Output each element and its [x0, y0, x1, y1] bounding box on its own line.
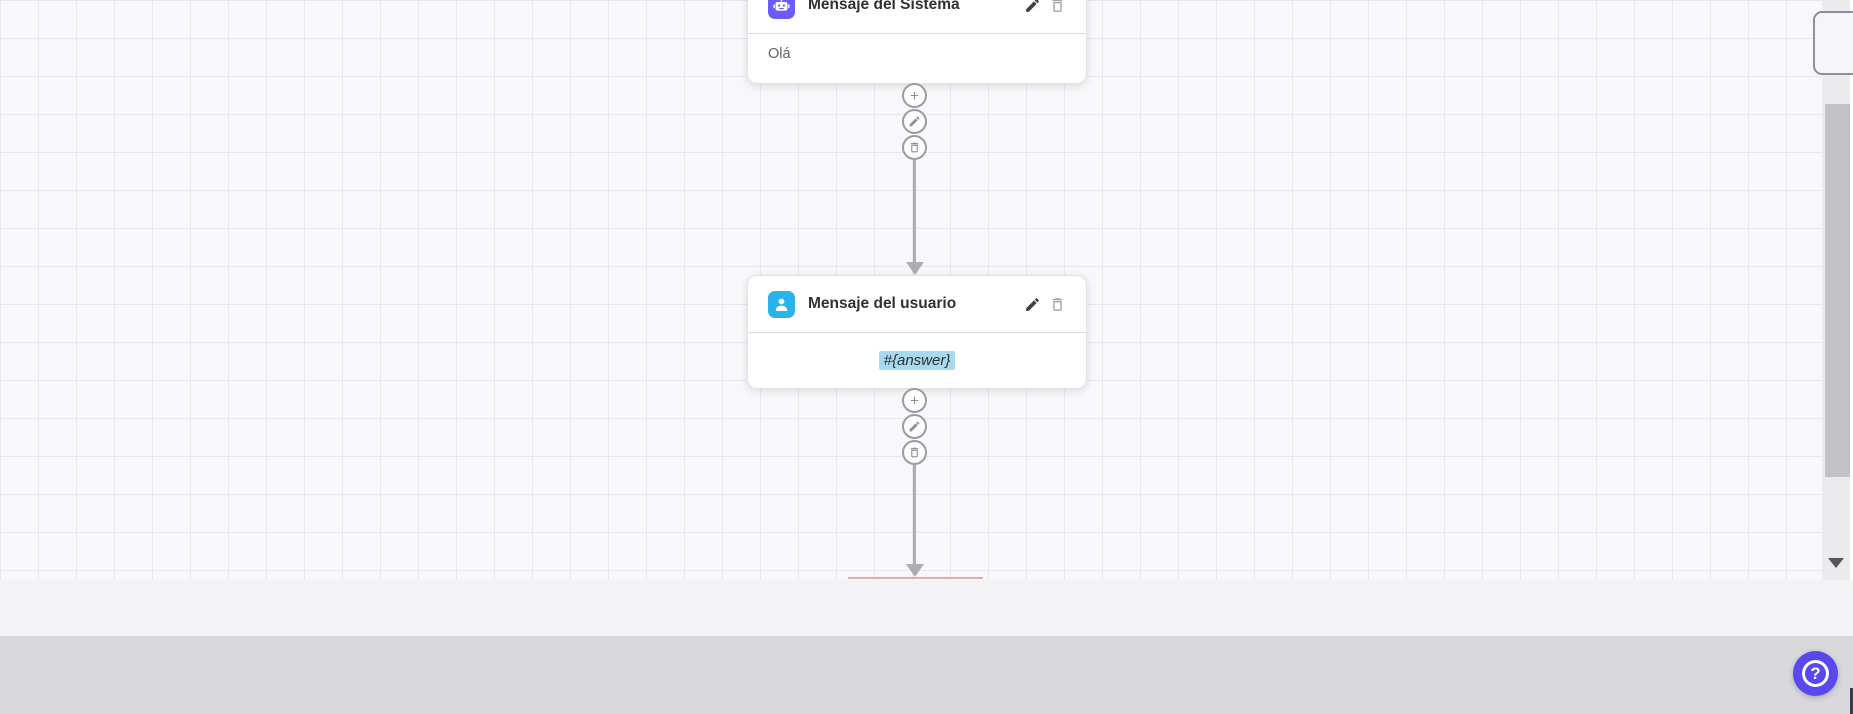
delete-step-button[interactable]: [902, 135, 927, 160]
canvas-bottom-band: [0, 580, 1853, 636]
add-step-button[interactable]: [902, 83, 927, 108]
flow-canvas[interactable]: Mensaje del Sistema Olá: [0, 0, 1853, 580]
node-header: Mensaje del usuario: [748, 276, 1086, 333]
next-node-cutoff-edge: [848, 577, 983, 579]
help-button[interactable]: ?: [1793, 651, 1838, 696]
flow-connector-line: [913, 465, 916, 565]
edit-step-button[interactable]: [902, 414, 927, 439]
node-content[interactable]: #{answer}: [748, 333, 1086, 387]
delete-step-button[interactable]: [902, 440, 927, 465]
node-system-message[interactable]: Mensaje del Sistema Olá: [747, 0, 1087, 84]
add-step-button[interactable]: [902, 388, 927, 413]
edit-node-icon[interactable]: [1023, 0, 1041, 14]
scroll-down-arrow-icon[interactable]: [1828, 558, 1844, 568]
answer-variable-chip[interactable]: #{answer}: [878, 350, 956, 370]
vertical-scrollbar-thumb[interactable]: [1825, 104, 1850, 477]
flow-arrowhead-icon: [906, 564, 924, 577]
flow-arrowhead-icon: [906, 262, 924, 275]
edit-step-button[interactable]: [902, 109, 927, 134]
node-user-message[interactable]: Mensaje del usuario #{answer}: [747, 275, 1087, 389]
node-title: Mensaje del Sistema: [808, 0, 960, 13]
node-header: Mensaje del Sistema: [748, 0, 1086, 34]
delete-node-icon[interactable]: [1048, 0, 1066, 14]
scrollbar-edge: [1850, 0, 1853, 580]
delete-node-icon[interactable]: [1048, 295, 1066, 313]
robot-icon: [768, 0, 795, 19]
bottom-toolbar: Editar Apariencia Recargar Salvar P: [0, 636, 1853, 714]
cutoff-corner-panel: [1813, 11, 1853, 75]
node-title: Mensaje del usuario: [808, 295, 957, 312]
node-content[interactable]: Olá: [768, 46, 791, 62]
question-icon: ?: [1802, 660, 1829, 687]
flow-connector-line: [913, 160, 916, 262]
window-edge-sliver: [1850, 688, 1853, 714]
edit-node-icon[interactable]: [1023, 295, 1041, 313]
user-icon: [768, 290, 795, 318]
